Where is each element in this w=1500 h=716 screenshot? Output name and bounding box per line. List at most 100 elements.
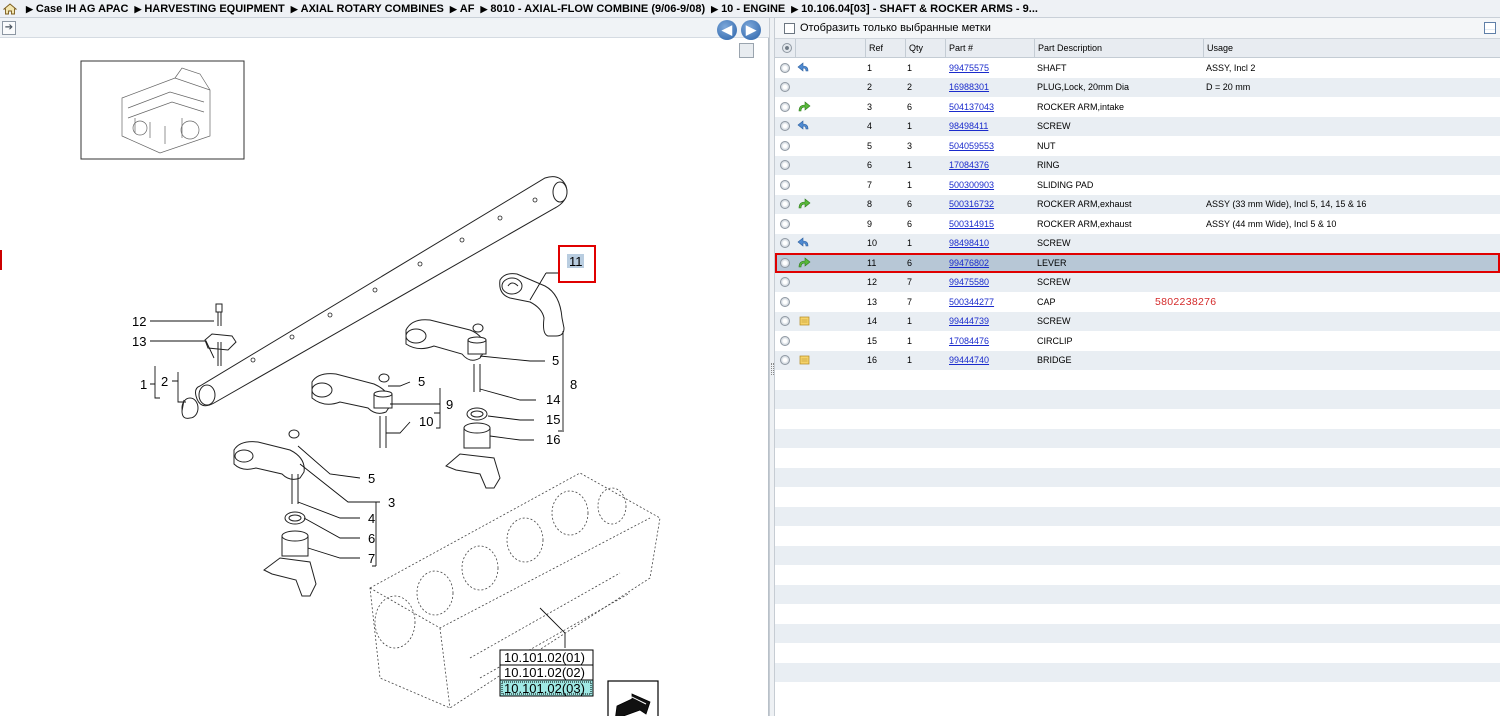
callout-8[interactable]: 8 xyxy=(570,377,577,392)
row-radio-icon[interactable] xyxy=(780,62,790,73)
callout-9[interactable]: 9 xyxy=(446,397,453,412)
column-header-part[interactable]: Part # xyxy=(945,39,1034,57)
row-select-radio[interactable] xyxy=(775,156,795,176)
row-select-radio[interactable] xyxy=(775,351,795,371)
row-select-radio[interactable] xyxy=(775,58,795,78)
row-radio-icon[interactable] xyxy=(780,121,790,132)
pane-splitter[interactable] xyxy=(769,18,775,716)
breadcrumb-item-category[interactable]: ▶HARVESTING EQUIPMENT xyxy=(134,2,285,15)
grid-settings-icon[interactable] xyxy=(1484,22,1496,34)
next-sheet-icon[interactable] xyxy=(607,680,659,716)
row-radio-icon[interactable] xyxy=(780,82,790,93)
part-number-link[interactable]: 99475580 xyxy=(949,277,990,288)
show-selected-only-checkbox[interactable] xyxy=(784,22,795,34)
callout-1[interactable]: 1 xyxy=(140,377,147,392)
row-radio-icon[interactable] xyxy=(780,101,790,112)
row-select-radio[interactable] xyxy=(775,78,795,98)
part-number-link[interactable]: 17084476 xyxy=(949,335,990,346)
row-radio-icon[interactable] xyxy=(780,218,790,229)
show-selected-only-label[interactable]: Отобразить только выбранные метки xyxy=(800,22,991,34)
row-select-radio[interactable] xyxy=(775,175,795,195)
breadcrumb-item-section[interactable]: ▶10 - ENGINE xyxy=(711,2,786,15)
row-radio-icon[interactable] xyxy=(780,335,790,346)
forward-arrow-icon[interactable]: ▶ xyxy=(741,20,761,40)
callout-11-highlight[interactable]: 11 xyxy=(558,245,596,283)
breadcrumb-item-product-line[interactable]: ▶AXIAL ROTARY COMBINES xyxy=(290,2,444,15)
part-number-link[interactable]: 17084376 xyxy=(949,160,990,171)
row-select-radio[interactable] xyxy=(775,214,795,234)
callout-2[interactable]: 2 xyxy=(161,374,168,389)
select-all-radio[interactable] xyxy=(775,39,795,57)
ref-link-02[interactable]: 10.101.02(02) xyxy=(504,665,585,680)
row-select-radio[interactable] xyxy=(775,273,795,293)
part-number-link[interactable]: 500300903 xyxy=(949,179,995,190)
callout-5c[interactable]: 5 xyxy=(368,471,375,486)
breadcrumb-item-brand[interactable]: ▶Case IH AG APAC xyxy=(26,2,129,15)
column-header-qty[interactable]: Qty xyxy=(905,39,945,57)
callout-3[interactable]: 3 xyxy=(388,495,395,510)
row-select-radio[interactable] xyxy=(775,331,795,351)
row-radio-icon[interactable] xyxy=(780,257,790,268)
row-select-radio[interactable] xyxy=(775,253,795,273)
part-number-link[interactable]: 99444740 xyxy=(949,355,990,366)
part-number-link[interactable]: 99476802 xyxy=(949,257,990,268)
callout-13[interactable]: 13 xyxy=(132,334,146,349)
callout-7[interactable]: 7 xyxy=(368,551,375,566)
callout-12[interactable]: 12 xyxy=(132,314,146,329)
callout-5a[interactable]: 5 xyxy=(552,353,559,368)
page-toggle-button[interactable] xyxy=(739,43,754,58)
row-radio-icon[interactable] xyxy=(780,140,790,151)
row-select-radio[interactable] xyxy=(775,312,795,332)
callout-6[interactable]: 6 xyxy=(368,531,375,546)
part-number-link[interactable]: 500314915 xyxy=(949,218,995,229)
part-number-link[interactable]: 500316732 xyxy=(949,199,995,210)
part-number-link[interactable]: 98498410 xyxy=(949,238,990,249)
breadcrumb-item-model[interactable]: ▶8010 - AXIAL-FLOW COMBINE (9/06-9/08) xyxy=(480,2,706,15)
callout-15[interactable]: 15 xyxy=(546,412,560,427)
ref-link-01[interactable]: 10.101.02(01) xyxy=(504,650,585,665)
part-number-link[interactable]: 99475575 xyxy=(949,62,990,73)
row-select-radio[interactable] xyxy=(775,117,795,137)
row-radio-icon[interactable] xyxy=(780,296,790,307)
part-number-link[interactable]: 98498411 xyxy=(949,121,989,132)
splitter-grip-icon[interactable] xyxy=(771,363,774,375)
row-radio-icon[interactable] xyxy=(780,238,790,249)
part-number-link[interactable]: 16988301 xyxy=(949,82,990,93)
home-icon[interactable] xyxy=(0,0,20,17)
column-header-ref[interactable]: Ref xyxy=(865,39,905,57)
row-select-radio[interactable] xyxy=(775,292,795,312)
column-header-usage[interactable]: Usage xyxy=(1203,39,1500,57)
row-select-radio[interactable] xyxy=(775,234,795,254)
row-radio-icon[interactable] xyxy=(780,355,790,366)
row-radio-icon[interactable] xyxy=(780,199,790,210)
callout-16[interactable]: 16 xyxy=(546,432,560,447)
row-select-radio[interactable] xyxy=(775,97,795,117)
part-number-link[interactable]: 99444739 xyxy=(949,316,990,327)
row-select-radio[interactable] xyxy=(775,195,795,215)
callout-10[interactable]: 10 xyxy=(419,414,433,429)
row-radio-icon[interactable] xyxy=(780,316,790,327)
part-number-link[interactable]: 504137043 xyxy=(949,101,995,112)
breadcrumb-item-current[interactable]: ▶10.106.04[03] - SHAFT & ROCKER ARMS - 9… xyxy=(791,2,1038,15)
engine-thumbnail[interactable] xyxy=(80,60,245,160)
row-radio-icon[interactable] xyxy=(780,277,790,288)
callout-4[interactable]: 4 xyxy=(368,511,375,526)
ref-link-03[interactable]: 10.101.02(03) xyxy=(504,681,585,696)
column-header-description[interactable]: Part Description xyxy=(1034,39,1203,57)
select-all-radio-icon[interactable] xyxy=(781,43,792,53)
part-number-link[interactable]: 500344277 xyxy=(949,296,995,307)
